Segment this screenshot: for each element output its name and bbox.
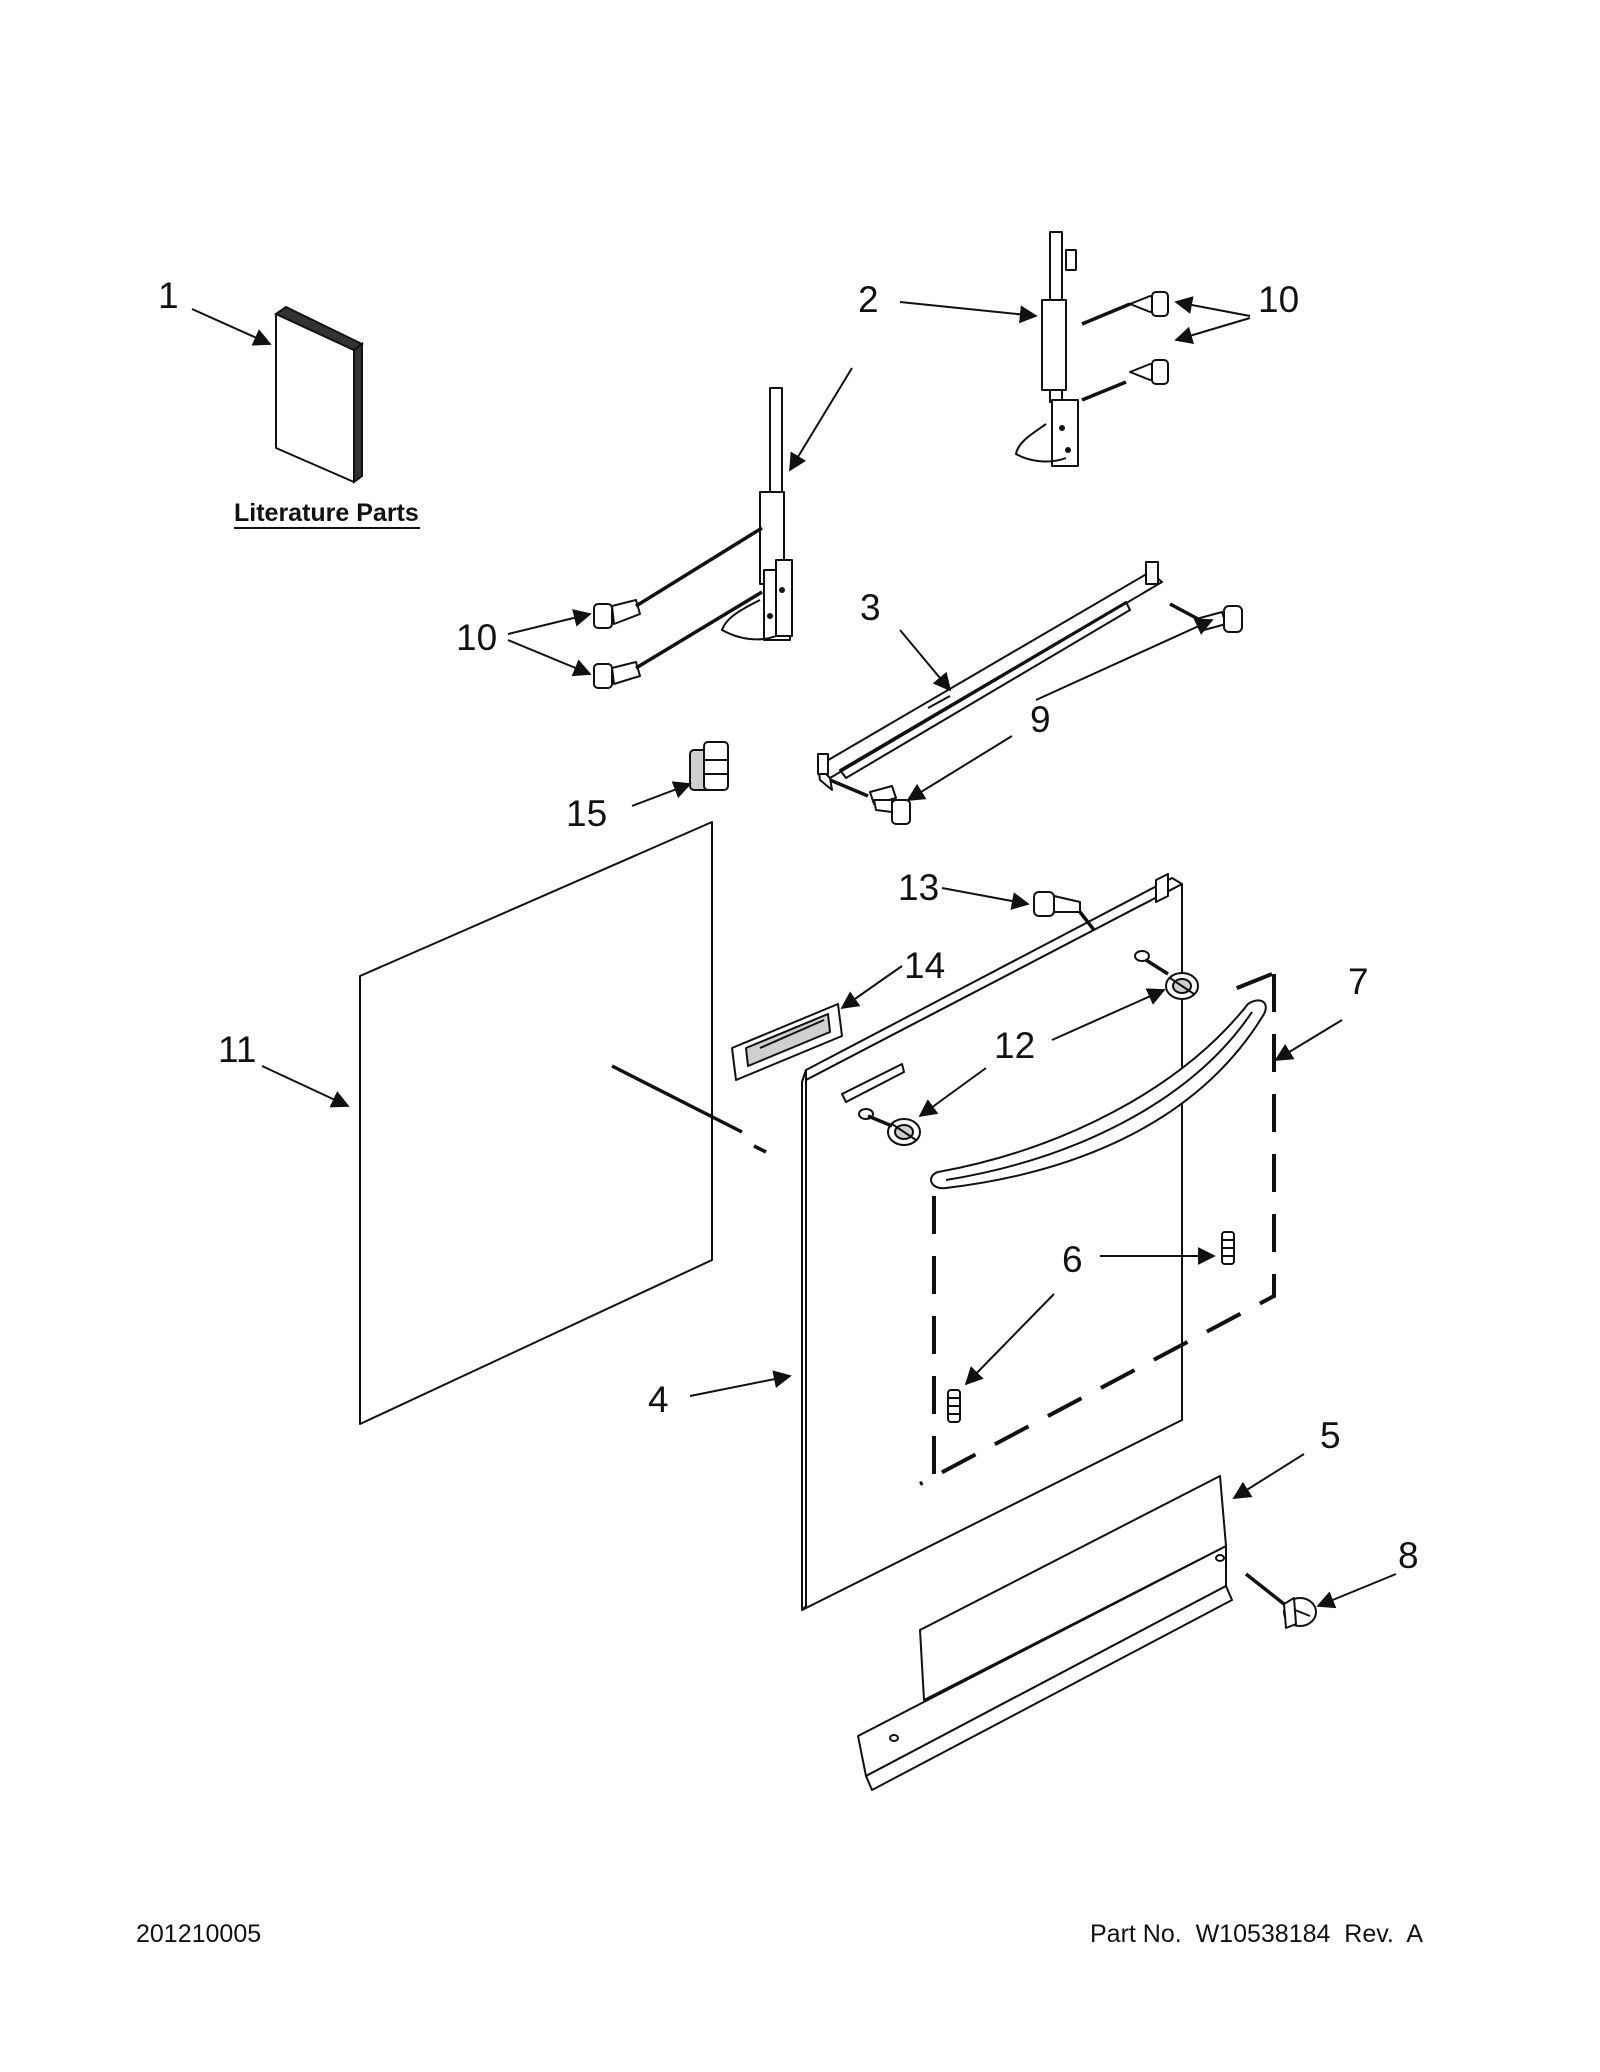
- handle-outline-dashed-top: [1231, 972, 1273, 992]
- callout-13-leader: [941, 887, 1030, 910]
- toe-kick-panel-part: [857, 1475, 1233, 1791]
- callout-12-leader-right: [1051, 988, 1166, 1041]
- callout-6: 6: [1062, 1239, 1083, 1280]
- top-rail-part: [817, 561, 1163, 791]
- assembly-line-panel-tail: [753, 1144, 767, 1154]
- handle-spring-right: [1221, 1231, 1235, 1265]
- assembly-line-left-lower: [635, 590, 763, 670]
- callout-4-leader: [689, 1370, 792, 1397]
- assembly-line-screw-hinge-mid: [1081, 380, 1127, 402]
- callout-9-leader-left: [906, 735, 1013, 801]
- callout-8: 8: [1398, 1535, 1419, 1576]
- rail-screw-right: [1199, 605, 1243, 633]
- assembly-line-screw-hinge-top: [1081, 302, 1131, 326]
- callout-7-leader: [1274, 1019, 1343, 1061]
- assembly-line-door-screw: [1078, 910, 1096, 932]
- assembly-line-rail-screw-right: [1169, 602, 1201, 622]
- callout-4: 4: [648, 1379, 669, 1420]
- door-panel-sheet-part: [359, 821, 713, 1425]
- callout-15-leader: [631, 781, 692, 807]
- assembly-line-rail-screw-left: [829, 778, 869, 798]
- rail-screw-left: [869, 785, 911, 825]
- callout-9: 9: [1030, 699, 1051, 740]
- callout-1-leader: [191, 308, 272, 346]
- callout-10-leader-lower-left: [507, 639, 592, 677]
- callout-13: 13: [898, 867, 939, 908]
- assembly-line-toe-screw: [1244, 1572, 1286, 1606]
- part-number: Part No. W10538184 Rev. A: [1090, 1920, 1423, 1948]
- callout-10-right: 10: [1258, 279, 1299, 320]
- handle-spring-left: [947, 1389, 961, 1423]
- callout-3: 3: [860, 587, 881, 628]
- callout-5: 5: [1320, 1415, 1341, 1456]
- handle-mount-right: [1165, 972, 1199, 1000]
- door-screw-part: [1033, 891, 1081, 917]
- callout-2: 2: [858, 279, 879, 320]
- callout-10-leader-top-right: [1174, 296, 1251, 317]
- assembly-line-mount-left: [867, 1114, 893, 1128]
- callout-6-leader-left: [964, 1293, 1055, 1386]
- callout-15: 15: [566, 793, 607, 834]
- assembly-line-panel: [611, 1064, 743, 1134]
- callout-11: 11: [218, 1029, 256, 1070]
- callout-10-left: 10: [456, 617, 497, 658]
- right-hinge-bracket-part: [1015, 231, 1079, 467]
- hinge-screw-left-upper: [593, 599, 641, 629]
- callout-9-leader-right: [1035, 618, 1214, 701]
- diagram-code: 201210005: [136, 1920, 261, 1948]
- assembly-line-mount-right: [1145, 958, 1169, 976]
- literature-booklet-part: [274, 305, 364, 484]
- left-hinge-bracket-part: [721, 387, 793, 641]
- callout-14: 14: [904, 945, 945, 986]
- callout-5-leader: [1232, 1453, 1305, 1499]
- door-badge-bracket-part: [731, 1003, 843, 1081]
- callout-3-leader: [899, 629, 952, 692]
- callout-2-leader-left: [789, 367, 853, 472]
- hinge-screw-top-right: [1129, 291, 1169, 317]
- door-clip-part: [689, 741, 729, 791]
- toe-panel-screw-part: [1283, 1597, 1317, 1629]
- callout-10-leader-mid-right: [1174, 317, 1251, 345]
- callout-10-leader-upper-left: [507, 609, 592, 635]
- callout-11-leader: [261, 1065, 350, 1108]
- callout-7: 7: [1348, 961, 1369, 1002]
- callout-12: 12: [994, 1025, 1035, 1066]
- hinge-screw-mid-right: [1129, 359, 1169, 385]
- handle-mount-left: [887, 1118, 921, 1146]
- callout-8-leader: [1316, 1573, 1397, 1609]
- callout-1: 1: [158, 275, 179, 316]
- hinge-screw-left-lower: [593, 661, 641, 689]
- callout-12-leader-left: [918, 1067, 987, 1118]
- callout-2-leader-right: [899, 301, 1038, 324]
- handle-outline-dashed-right: [919, 974, 1276, 1486]
- outer-door-panel-part: [801, 873, 1183, 1611]
- callout-14-leader: [840, 965, 903, 1010]
- assembly-line-left-upper: [635, 526, 763, 608]
- door-handle-part: [930, 999, 1267, 1190]
- literature-parts-caption: Literature Parts: [234, 499, 419, 527]
